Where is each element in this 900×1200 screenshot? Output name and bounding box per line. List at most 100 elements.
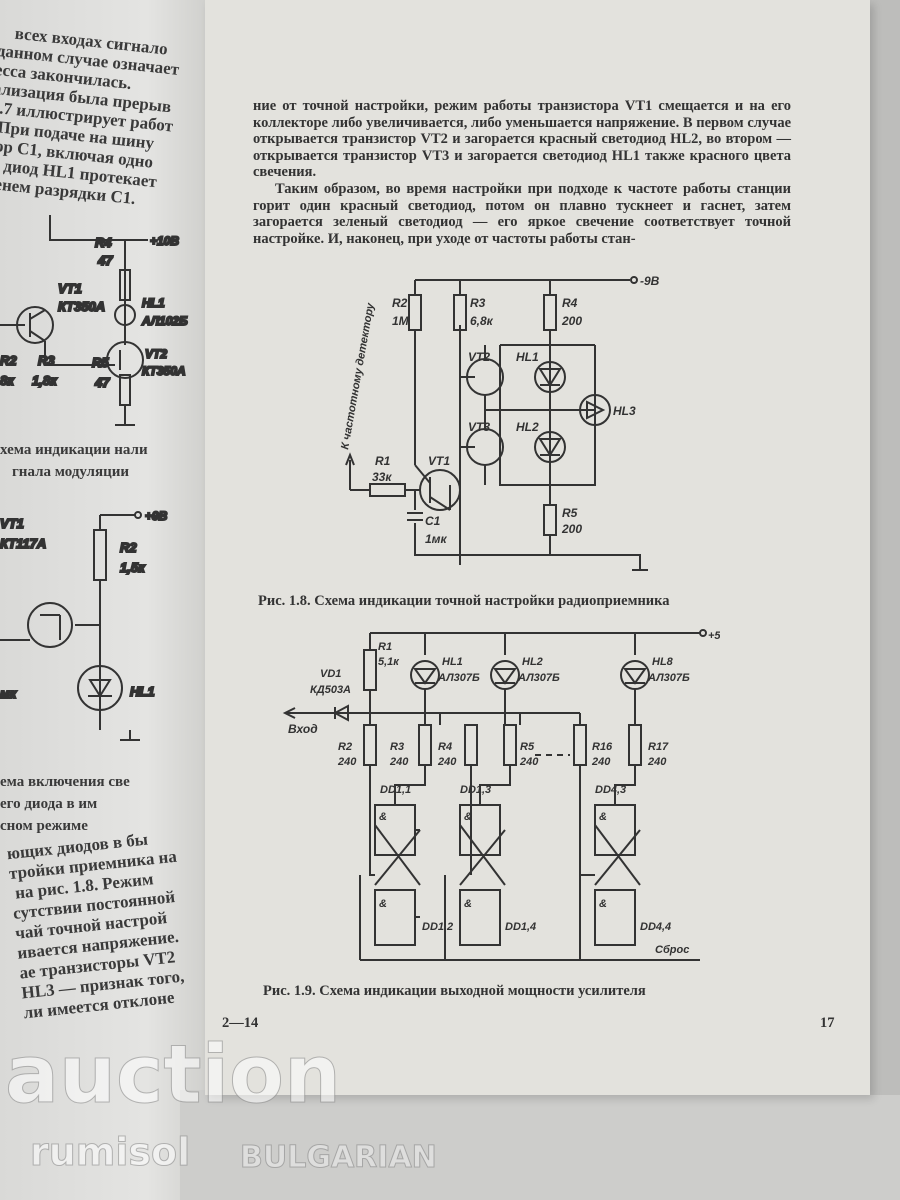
label-r3-value: 6,8к bbox=[470, 314, 494, 328]
label-hl3: HL3 bbox=[613, 404, 636, 418]
label-input: Вход bbox=[288, 722, 318, 736]
watermark-logo: auction bbox=[5, 1028, 342, 1121]
label-r5-value: 47 bbox=[94, 375, 110, 390]
label-vt1-type: КТ117А bbox=[0, 536, 46, 551]
label-hl8-type: АЛ307Б bbox=[647, 672, 690, 684]
label-r3-value: 1,8к bbox=[32, 373, 58, 388]
label-r5-value: 240 bbox=[519, 756, 539, 768]
watermark-text: rumisol bbox=[29, 1130, 191, 1175]
label-r2-value: 1,5к bbox=[120, 560, 146, 575]
label-dd4-3: DD4,3 bbox=[595, 784, 626, 796]
label-r2-value: 1М bbox=[392, 314, 410, 328]
figure-caption: гнала модуляции bbox=[12, 464, 130, 480]
label-c1: C1 bbox=[425, 514, 441, 528]
label-hl1: HL1 bbox=[516, 350, 539, 364]
figure-caption-1-8: Рис. 1.8. Схема индикации точной настрой… bbox=[258, 593, 670, 609]
label-r3-value: 240 bbox=[389, 756, 409, 768]
label-hl1-type: АЛ102Б bbox=[141, 314, 188, 328]
flipflop-2 bbox=[459, 765, 511, 946]
label-r5: R5 bbox=[92, 355, 109, 370]
label-r17: R17 bbox=[648, 741, 669, 753]
label-dd1-3: DD1,3 bbox=[460, 784, 491, 796]
label-hl8: HL8 bbox=[652, 656, 674, 668]
label-vt1: VT1 bbox=[0, 516, 24, 531]
label-r16: R16 bbox=[592, 741, 613, 753]
schematic-fig-1-8: R2 1М R3 6,8к R4 200 -9В VT2 VT3 HL1 HL2… bbox=[339, 274, 660, 571]
label-hl2: HL2 bbox=[516, 420, 539, 434]
label-r5: R5 bbox=[520, 741, 535, 753]
label-dd1-4: DD1,4 bbox=[505, 921, 536, 933]
label-supply: +5В bbox=[708, 630, 720, 642]
figure-caption: хема индикации нали bbox=[0, 442, 148, 458]
right-page bbox=[205, 0, 870, 1095]
label-and-gate: & bbox=[464, 898, 472, 910]
label-hl1: HL1 bbox=[442, 656, 463, 668]
label-and-gate: & bbox=[464, 811, 472, 823]
label-hl2-type: АЛ307Б bbox=[517, 672, 560, 684]
left-schematic-top: R4 47 +10В HL1 АЛ102Б VT1 КТ350А VT2 КТ3… bbox=[0, 215, 189, 426]
label-and-gate: & bbox=[379, 811, 387, 823]
label-r4: R4 bbox=[95, 235, 112, 250]
label-dd1-1: DD1,1 bbox=[380, 784, 411, 796]
page-edge bbox=[866, 0, 900, 1095]
label-r1: R1 bbox=[375, 454, 391, 468]
label-r5-value: 200 bbox=[561, 522, 582, 536]
label-r4-value: 47 bbox=[97, 253, 113, 268]
label-r4-value: 200 bbox=[561, 314, 582, 328]
label-hl2: HL2 bbox=[522, 656, 543, 668]
figure-caption: его диода в им bbox=[0, 796, 98, 812]
signature-mark: 2—14 bbox=[222, 1015, 259, 1031]
label-input: К частотному детектору bbox=[339, 301, 377, 450]
label-hl1: HL1 bbox=[130, 684, 155, 699]
label-hl1-type: АЛ307Б bbox=[437, 672, 480, 684]
label-supply: +9В bbox=[145, 509, 168, 523]
label-r3: R3 bbox=[470, 296, 486, 310]
label-r17-value: 240 bbox=[647, 756, 667, 768]
label-supply: -9В bbox=[640, 274, 660, 288]
watermark-overlay: BULGARIAN bbox=[240, 1140, 438, 1176]
label-dd1-2: DD1,2 bbox=[422, 921, 453, 933]
figure-caption: сном режиме bbox=[0, 818, 88, 834]
label-vt2: VT2 bbox=[468, 350, 490, 364]
left-page bbox=[0, 0, 210, 1200]
paragraph: ние от точной настройки, режим работы тр… bbox=[253, 98, 791, 181]
label-reset: Сброс bbox=[655, 944, 689, 956]
label-r1: R1 bbox=[378, 641, 392, 653]
label-capacitor: мк bbox=[0, 686, 18, 701]
label-vt1-type: КТ350А bbox=[58, 299, 105, 314]
label-supply: +10В bbox=[150, 234, 179, 248]
label-and-gate: & bbox=[379, 898, 387, 910]
label-r2-value: 8к bbox=[0, 373, 15, 388]
label-r4-value: 240 bbox=[437, 756, 457, 768]
label-vt2: VT2 bbox=[145, 347, 167, 361]
label-r4: R4 bbox=[562, 296, 578, 310]
paragraph: Таким образом, во время настройки при по… bbox=[253, 180, 791, 247]
label-c1-value: 1мк bbox=[425, 532, 448, 546]
label-r1-value: 33к bbox=[372, 470, 392, 484]
body-text: ние от точной настройки, режим работы тр… bbox=[253, 98, 791, 247]
label-dd4-4: DD4,4 bbox=[640, 921, 671, 933]
label-hl1: HL1 bbox=[142, 296, 165, 310]
label-vt1: VT1 bbox=[58, 281, 82, 296]
page-number: 17 bbox=[820, 1015, 835, 1031]
table-surface bbox=[180, 1090, 900, 1200]
label-vt1: VT1 bbox=[428, 454, 450, 468]
label-r5: R5 bbox=[562, 506, 578, 520]
label-r4: R4 bbox=[438, 741, 452, 753]
label-vd1-type: КД503А bbox=[310, 684, 351, 696]
label-r2: R2 bbox=[392, 296, 408, 310]
schematic-fig-1-9: R1 5,1к VD1 КД503А HL1 АЛ307Б HL2 АЛ307Б… bbox=[282, 629, 720, 961]
label-vt2-type: КТ350А bbox=[142, 364, 186, 378]
figure-caption-1-9: Рис. 1.9. Схема индикации выходной мощно… bbox=[263, 983, 646, 999]
label-r2: R2 bbox=[338, 741, 352, 753]
left-schematic-mid: VT1 КТ117А R2 1,5к +9В мк HL1 bbox=[0, 508, 169, 741]
label-r3: R3 bbox=[390, 741, 404, 753]
label-r2-value: 240 bbox=[337, 756, 357, 768]
label-r16-value: 240 bbox=[591, 756, 611, 768]
flipflop-1 bbox=[369, 765, 426, 946]
label-vd1: VD1 bbox=[320, 668, 341, 680]
label-r3: R3 bbox=[38, 353, 55, 368]
label-and-gate: & bbox=[599, 811, 607, 823]
figure-caption: ема включения све bbox=[0, 774, 130, 790]
label-r2: R2 bbox=[120, 540, 137, 555]
